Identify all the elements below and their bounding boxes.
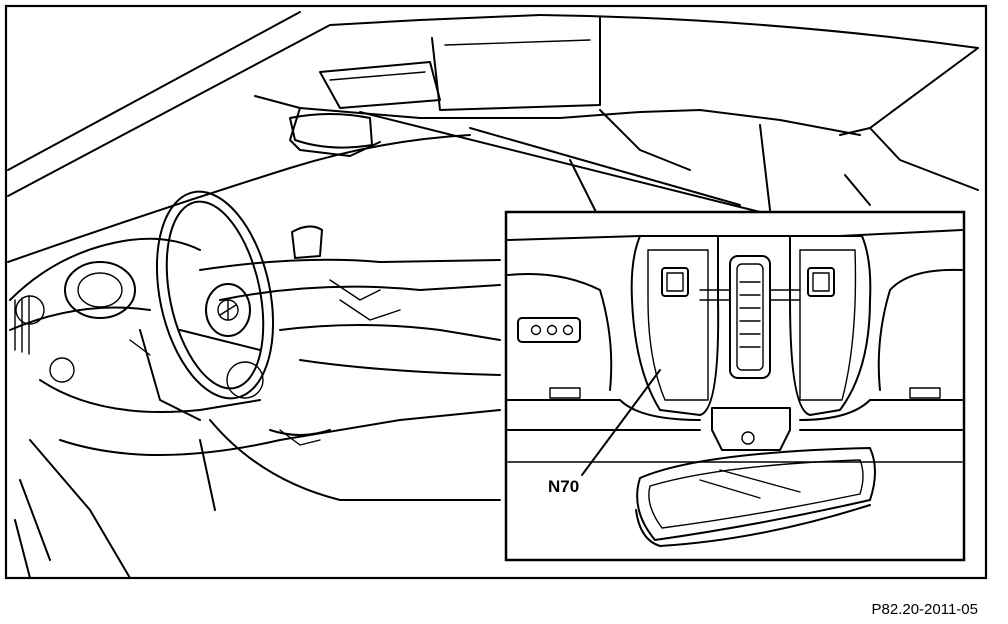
car-interior-drawing xyxy=(7,11,979,579)
detail-frame xyxy=(504,210,966,562)
n70-label: N70 xyxy=(548,477,579,496)
n70-leader-line xyxy=(581,369,661,476)
figure-code: P82.20-2011-05 xyxy=(871,601,978,618)
detail-inset: N70 xyxy=(504,210,966,562)
